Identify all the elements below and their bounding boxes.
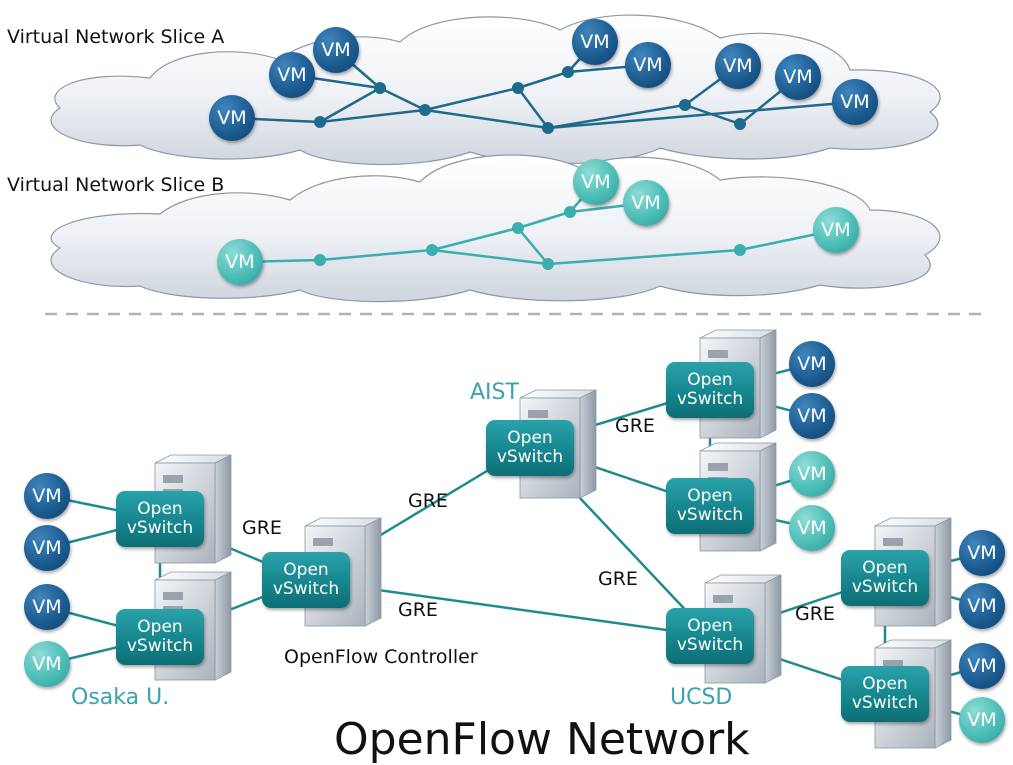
ovs-line1: Open [507, 428, 553, 448]
vm-node: VM [24, 473, 70, 519]
switch-node [419, 104, 431, 116]
switch-node [734, 244, 746, 256]
switch-node [679, 99, 691, 111]
vm-node: VM [24, 584, 70, 630]
switch-node [512, 82, 524, 94]
ovs-line2: vSwitch [851, 693, 919, 713]
slice-a-nodes [314, 66, 746, 134]
cloud-icon [50, 154, 941, 303]
vm-node: VM [623, 180, 669, 226]
switch-node [426, 244, 438, 256]
ovs-line1: Open [137, 499, 183, 519]
ovs-line1: Open [862, 558, 908, 578]
ovs-line1: Open [137, 617, 183, 637]
vm-node: VM [959, 643, 1005, 689]
site-label-ucsd: UCSD [670, 685, 733, 710]
vm-node: VM [24, 525, 70, 571]
vm-node: VM [959, 530, 1005, 576]
vm-node: VM [217, 239, 263, 285]
ovs-line1: Open [283, 560, 329, 580]
site-label-aist: AIST [470, 380, 519, 405]
gre-label: GRE [598, 568, 638, 590]
vm-node: VM [789, 341, 835, 387]
ovs-line2: vSwitch [851, 577, 919, 597]
switch-node [314, 254, 326, 266]
ovs-line2: vSwitch [126, 518, 194, 538]
switch-node [314, 116, 326, 128]
vm-node: VM [313, 27, 359, 73]
gre-label: GRE [615, 415, 655, 437]
vm-node: VM [24, 641, 70, 687]
vm-node: VM [789, 505, 835, 551]
ovs-line1: Open [687, 486, 733, 506]
vm-node: VM [789, 393, 835, 439]
ovs-line2: vSwitch [126, 636, 194, 656]
switch-node [512, 222, 524, 234]
gre-label: GRE [242, 517, 282, 539]
ovs-line1: Open [687, 370, 733, 390]
vm-node: VM [573, 159, 619, 205]
ovs-line2: vSwitch [676, 389, 744, 409]
switch-node [734, 118, 746, 130]
switch-node [542, 258, 554, 270]
ovs-line1: Open [687, 616, 733, 636]
ovs-line2: vSwitch [272, 579, 340, 599]
vm-node: VM [959, 583, 1005, 629]
vm-node: VM [959, 697, 1005, 743]
slice-a-label: Virtual Network Slice A [7, 26, 225, 48]
vm-node: VM [813, 207, 859, 253]
gre-label: GRE [398, 599, 438, 621]
vm-node: VM [832, 79, 878, 125]
vm-node: VM [269, 52, 315, 98]
gre-label: GRE [408, 490, 448, 512]
ovs-line2: vSwitch [676, 635, 744, 655]
vm-node: VM [789, 451, 835, 497]
ovs-line1: Open [862, 674, 908, 694]
switch-node [542, 122, 554, 134]
slice-b-label: Virtual Network Slice B [7, 174, 225, 196]
ovs-line2: vSwitch [676, 505, 744, 525]
diagram-title: OpenFlow Network [334, 714, 750, 765]
switch-node [564, 206, 576, 218]
switch-node [562, 66, 574, 78]
slice-b-nodes [314, 206, 746, 270]
gre-label: GRE [795, 603, 835, 625]
vm-node: VM [625, 42, 671, 88]
switch-node [374, 82, 386, 94]
ovs-line2: vSwitch [496, 447, 564, 467]
controller-label: OpenFlow Controller [284, 646, 478, 668]
vm-node: VM [715, 43, 761, 89]
vm-node: VM [209, 95, 255, 141]
vm-node: VM [572, 19, 618, 65]
site-label-osaka: Osaka U. [71, 685, 170, 710]
vm-node: VM [775, 54, 821, 100]
